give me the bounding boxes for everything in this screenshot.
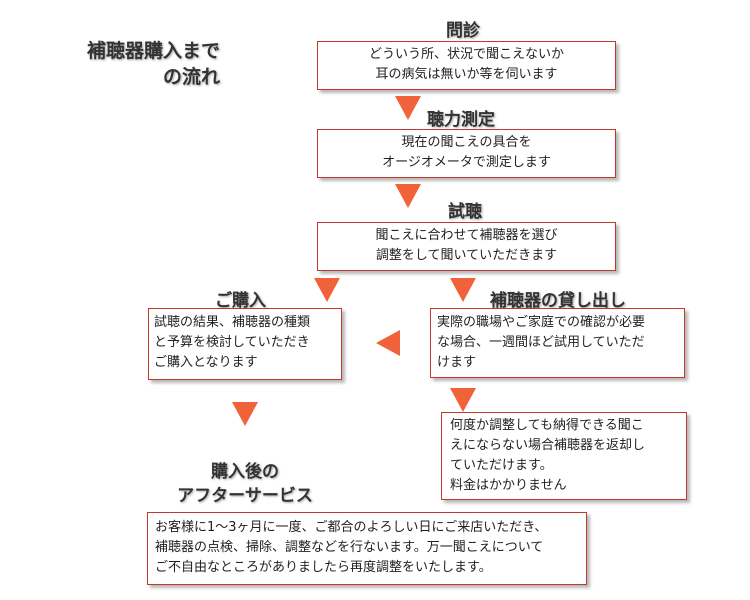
arrow-down-1	[395, 96, 421, 120]
arrow-left	[376, 330, 400, 356]
heading-after: 購入後の アフターサービス	[160, 460, 330, 508]
page-title: 補聴器購入まで の流れ	[48, 38, 220, 90]
box-henkyaku-line3: ていただけます。	[450, 458, 553, 473]
box-monshin: どういう所、状況で聞こえないか 耳の病気は無いか等を伺います	[317, 41, 616, 90]
box-konyu-line2: と予算を検討していただき	[154, 335, 310, 350]
box-kashidashi-line2: な場合、一週間ほど試用していただ	[437, 335, 645, 350]
page-title-line2: の流れ	[162, 66, 220, 88]
box-choryoku-line1: 現在の聞こえの具合を	[401, 135, 532, 150]
box-henkyaku: 何度か調整しても納得できる聞こ えにならない場合補聴器を返却し ていただけます。…	[441, 412, 687, 500]
box-shicho: 聞こえに合わせて補聴器を選び 調整をして聞いていただきます	[317, 222, 616, 271]
box-after-line1: お客様に1〜3ヶ月に一度、ご都合のよろしい日にご来店いただき、	[155, 520, 548, 535]
box-konyu-line3: ご購入となります	[154, 355, 258, 370]
box-after-line3: ご不自由なところがありましたら再度調整をいたします。	[155, 560, 492, 575]
box-shicho-line2: 調整をして聞いていただきます	[375, 248, 558, 263]
arrow-down-left	[314, 278, 340, 302]
box-konyu: 試聴の結果、補聴器の種類 と予算を検討していただき ご購入となります	[148, 308, 342, 380]
box-henkyaku-line1: 何度か調整しても納得できる聞こ	[450, 418, 644, 433]
box-choryoku-line2: オージオメータで測定します	[382, 155, 551, 170]
arrow-down-right	[450, 278, 476, 302]
page-title-line1: 補聴器購入まで	[86, 40, 220, 62]
box-kashidashi: 実際の職場やご家庭での確認が必要 な場合、一週間ほど試用していただ けます	[430, 308, 685, 378]
heading-kashidashi: 補聴器の貸し出し	[490, 291, 626, 311]
arrow-down-kashidashi	[450, 388, 476, 412]
box-monshin-line2: 耳の病気は無いか等を伺います	[375, 67, 558, 82]
heading-after-line1: 購入後の	[211, 462, 279, 482]
arrow-down-2	[395, 184, 421, 208]
box-kashidashi-line3: けます	[437, 355, 477, 370]
box-henkyaku-line2: えにならない場合補聴器を返却し	[450, 438, 646, 453]
heading-choryoku: 聴力測定	[427, 110, 495, 130]
heading-after-line2: アフターサービス	[177, 486, 313, 506]
box-kashidashi-line1: 実際の職場やご家庭での確認が必要	[437, 315, 646, 330]
heading-shicho: 試聴	[448, 202, 482, 222]
box-after: お客様に1〜3ヶ月に一度、ご都合のよろしい日にご来店いただき、 補聴器の点検、掃…	[147, 512, 587, 585]
box-henkyaku-line4: 料金はかかりません	[450, 478, 567, 493]
box-choryoku: 現在の聞こえの具合を オージオメータで測定します	[317, 129, 616, 178]
arrow-down-konyu	[232, 402, 258, 426]
heading-konyu: ご購入	[215, 291, 266, 311]
box-shicho-line1: 聞こえに合わせて補聴器を選び	[375, 228, 558, 243]
heading-monshin: 問診	[446, 21, 480, 41]
box-monshin-line1: どういう所、状況で聞こえないか	[368, 47, 564, 62]
box-konyu-line1: 試聴の結果、補聴器の種類	[154, 315, 311, 330]
box-after-line2: 補聴器の点検、掃除、調整などを行ないます。万一聞こえについて	[155, 540, 544, 555]
